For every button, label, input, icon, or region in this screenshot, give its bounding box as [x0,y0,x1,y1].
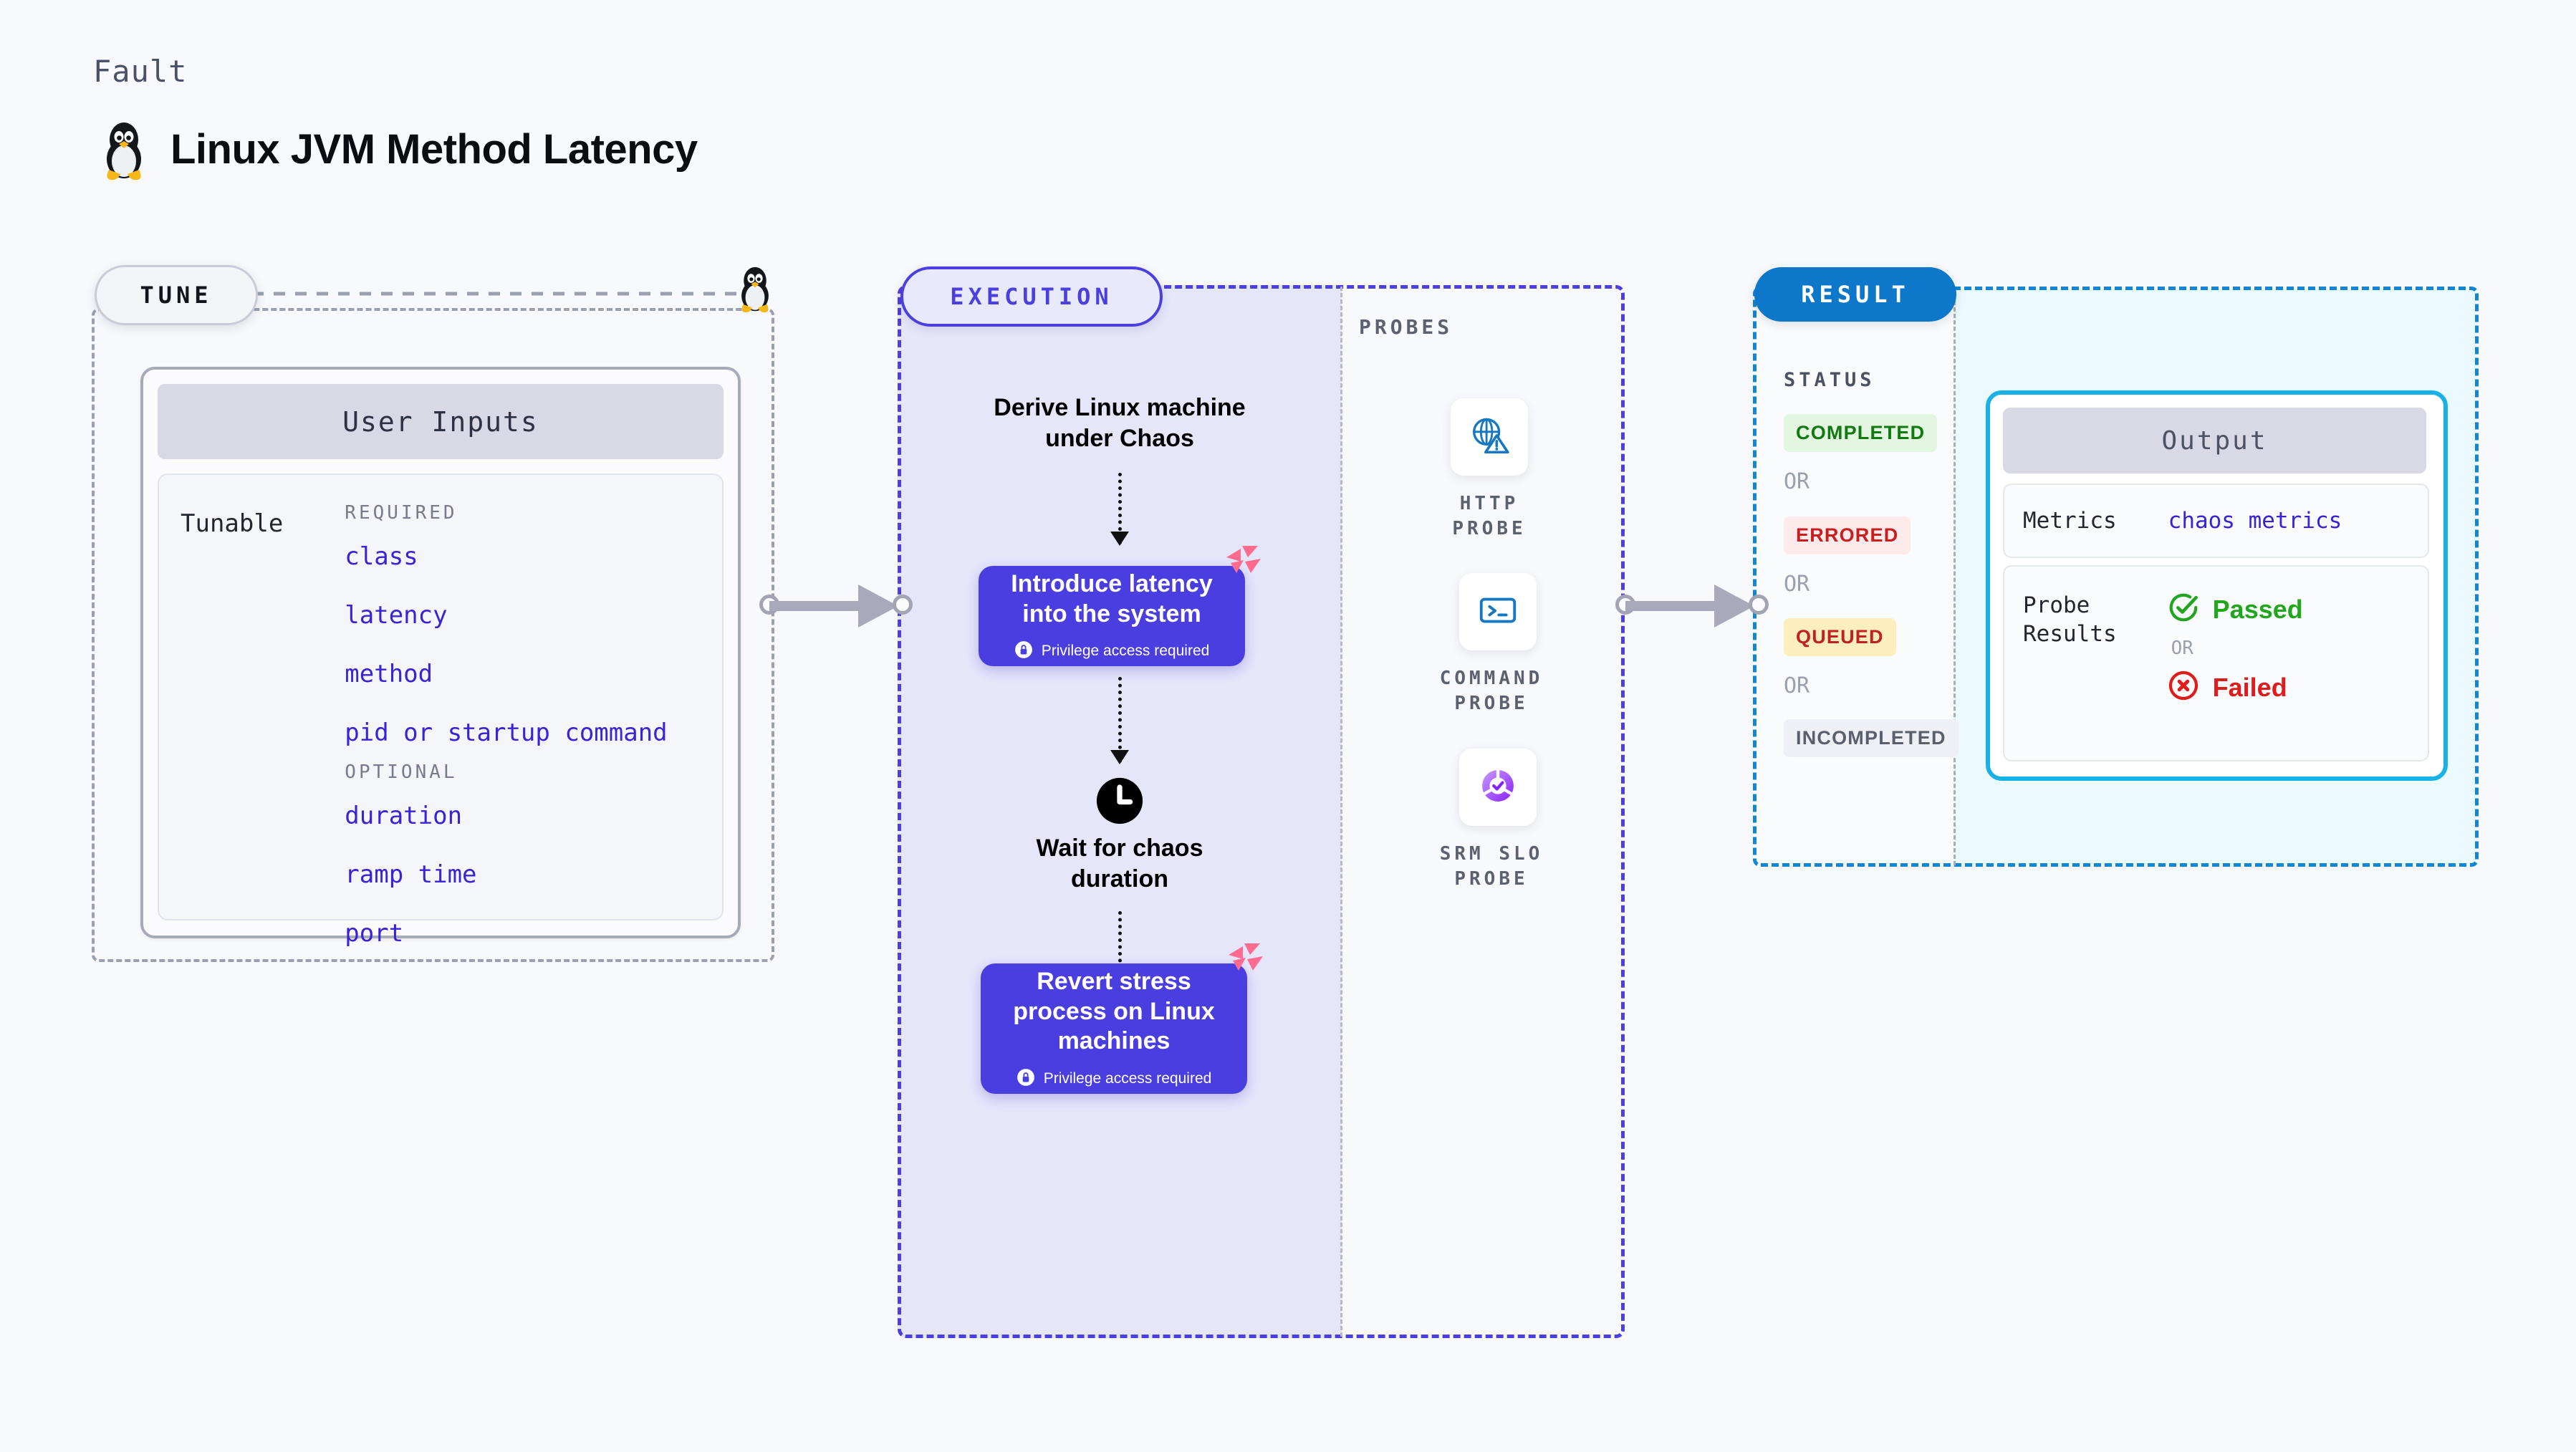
terminal-icon [1476,588,1520,636]
execution-card-title: Introduce latency into the system [1011,570,1213,628]
output-title: Output [2003,408,2426,473]
privilege-note: Privilege access required [1043,1070,1212,1087]
execution-card-introduce-latency[interactable]: Introduce latency into the system Privil… [979,546,1261,666]
x-circle-icon [2167,669,2200,706]
output-card: Output Metrics chaos metrics Probe Resul… [1986,390,2448,781]
probe-results-key-label: Probe Results [2023,592,2117,648]
probe-tile-command[interactable]: COMMAND PROBE [1440,573,1553,716]
execution-stage-pill[interactable]: EXECUTION [900,266,1163,327]
connector-node-right [1749,595,1769,615]
status-badge-completed: COMPLETED [1784,414,1938,452]
probes-divider [1340,287,1342,1337]
connector-arrowhead [1714,585,1754,628]
linux-penguin-icon [100,118,148,180]
connector-tune-to-execution [759,559,913,645]
tunable-item-duration[interactable]: duration [345,802,463,830]
passed-label: Passed [2212,594,2303,624]
page-title: Linux JVM Method Latency [170,125,698,173]
tunable-item-pid-or-startup-command[interactable]: pid or startup command [345,718,668,747]
tunable-group-required-heading: REQUIRED [345,502,458,524]
harness-logo-icon [1223,942,1267,987]
status-badge-queued: QUEUED [1784,618,1896,656]
probe-result-or: OR [2171,638,2193,659]
result-status-column [1753,287,1953,867]
execution-step-derive-heading: Derive Linux machine under Chaos [994,394,1246,452]
clock-icon [1095,776,1145,830]
execution-card-title: Revert stress process on Linux machines [1013,968,1215,1055]
lock-icon [1017,1068,1035,1090]
probe-label: HTTP PROBE [1452,493,1527,540]
status-or-2: OR [1784,572,1810,597]
probe-chip [1458,573,1537,650]
execution-card-revert-stress[interactable]: Revert stress process on Linux machines … [981,943,1263,1094]
status-badge-errored: ERRORED [1784,516,1911,554]
probe-tile-http[interactable]: HTTP PROBE [1442,398,1537,542]
execution-wait-heading: Wait for chaos duration [1036,835,1203,893]
status-or-1: OR [1784,469,1810,494]
metrics-row: Metrics chaos metrics [2003,484,2429,558]
probe-result-failed: Failed [2167,669,2303,706]
page-title-row: Linux JVM Method Latency [100,118,698,180]
result-stage-pill[interactable]: RESULT [1754,267,1956,322]
connector-line [769,601,875,611]
failed-label: Failed [2212,672,2287,702]
user-inputs-card: User Inputs Tunable REQUIRED class laten… [140,367,741,948]
globe-warning-icon [1467,413,1512,461]
probe-label: SRM SLO PROBE [1439,843,1544,890]
harness-logo-icon [1221,544,1265,590]
tune-stage-pill[interactable]: TUNE [95,265,258,325]
dotted-arrow-introduce-to-wait [1110,677,1129,764]
connector-line [1625,601,1731,611]
tune-dashed-connector [252,292,746,296]
status-or-3: OR [1784,673,1810,698]
tune-linux-penguin-icon [736,264,774,316]
status-section-label: STATUS [1784,369,1875,391]
probe-results-row: Probe Results Passed OR [2003,565,2429,761]
tunable-card: Tunable REQUIRED class latency method pi… [158,473,724,948]
slo-donut-check-icon [1476,764,1520,812]
metrics-key-label: Metrics [2023,507,2117,534]
probe-chip [1451,398,1528,476]
connector-probes-to-result [1615,559,1769,645]
user-inputs-title: User Inputs [158,384,724,459]
fault-eyebrow-label: Fault [93,54,188,89]
tunable-label: Tunable [181,509,284,538]
probe-label: COMMAND PROBE [1439,668,1544,715]
status-badge-incompleted: INCOMPLETED [1784,719,1959,757]
metrics-value-link[interactable]: chaos metrics [2168,508,2342,534]
privilege-row: Privilege access required [1017,1068,1212,1090]
result-divider [1953,288,1956,865]
probe-results-values: Passed OR Failed [2167,591,2303,706]
check-circle-icon [2167,591,2200,628]
tunable-item-class[interactable]: class [345,542,418,571]
lock-icon [1014,640,1033,663]
tunable-list: REQUIRED class latency method pid or sta… [345,502,668,948]
probes-section-label: PROBES [1359,315,1453,339]
tunable-item-ramp-time[interactable]: ramp time [345,860,477,889]
privilege-row: Privilege access required [1014,640,1210,663]
tunable-item-latency[interactable]: latency [345,601,448,630]
probe-result-passed: Passed [2167,591,2303,628]
dotted-arrow-derive-to-introduce [1110,473,1129,546]
probe-chip [1458,749,1537,826]
connector-arrowhead [858,585,898,628]
execution-probes-boundary [898,285,1625,1338]
privilege-note: Privilege access required [1041,643,1210,660]
tunable-item-method[interactable]: method [345,660,433,688]
connector-node-right [893,595,913,615]
tunable-group-optional-heading: OPTIONAL [345,761,458,783]
result-panel-boundary [1753,287,2479,867]
tunable-item-port[interactable]: port [345,919,404,948]
tune-panel-boundary [92,308,774,962]
probe-tile-srm-slo[interactable]: SRM SLO PROBE [1440,749,1553,892]
